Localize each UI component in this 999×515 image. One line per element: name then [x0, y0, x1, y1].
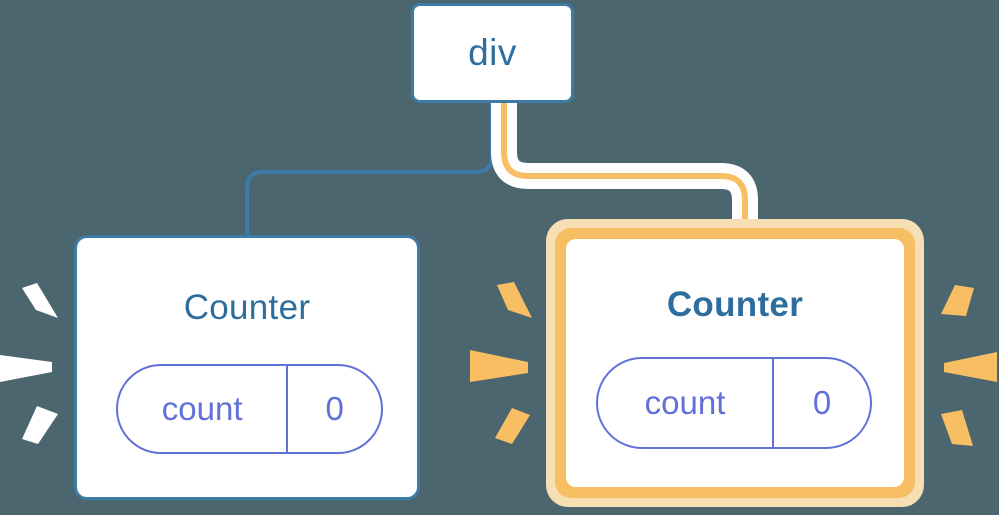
sparkle-ray-icon — [941, 285, 974, 316]
node-div[interactable]: div — [411, 3, 574, 103]
node-div-label: div — [468, 32, 517, 73]
state-pill-counter-right[interactable]: count 0 — [596, 357, 872, 449]
state-value-label: 0 — [325, 390, 344, 427]
node-counter-right-title: Counter — [666, 285, 804, 324]
node-counter-left-title: Counter — [183, 288, 311, 327]
sparkle-ray-icon — [22, 406, 58, 444]
highlight-ring: Counter count 0 — [555, 228, 915, 498]
edge-div-to-counter-left — [245, 103, 494, 238]
node-counter-right[interactable]: Counter count 0 — [546, 219, 924, 507]
sparkle-ray-icon — [497, 282, 532, 318]
node-counter-left[interactable]: Counter count 0 — [74, 235, 420, 500]
sparkle-ray-icon — [22, 283, 58, 318]
counter-right-inner: Counter count 0 — [566, 239, 904, 487]
counter-right-body: Counter count 0 — [566, 239, 904, 487]
sparkle-left-outer — [0, 283, 58, 444]
state-pill-counter-left[interactable]: count 0 — [116, 364, 383, 454]
sparkle-ray-icon — [470, 350, 528, 382]
edge-div-to-counter-right — [501, 103, 748, 245]
sparkle-ray-icon — [941, 410, 973, 446]
sparkle-right-outer — [941, 285, 997, 446]
state-value-label: 0 — [812, 384, 832, 421]
state-key-label: count — [598, 359, 775, 447]
state-key-label: count — [118, 366, 289, 452]
sparkle-ray-icon — [495, 408, 530, 444]
sparkle-ray-icon — [944, 352, 997, 382]
sparkle-ray-icon — [0, 355, 52, 382]
counter-left-body: Counter count 0 — [77, 238, 417, 497]
sparkle-middle-left — [470, 282, 532, 444]
